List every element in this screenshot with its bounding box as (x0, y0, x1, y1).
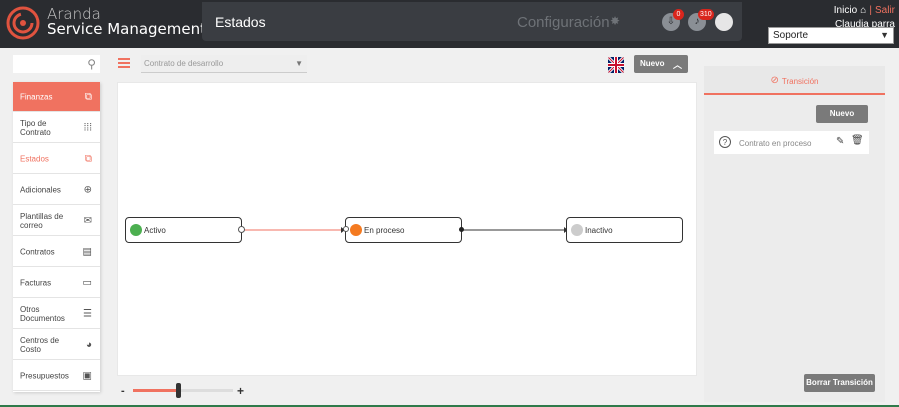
copy-icon: ⧉ (84, 91, 92, 102)
hamburger-menu-icon[interactable] (118, 58, 130, 68)
question-icon: ? (719, 136, 731, 148)
edit-icon[interactable]: ✎ (836, 136, 845, 147)
sidebar-item-plantillas[interactable]: Plantillas de correo ✉ (13, 206, 100, 236)
sidebar-item-label: Otros Documentos (20, 304, 65, 323)
state-name: En proceso (364, 226, 405, 235)
downloads-badge: 0 (673, 9, 684, 20)
state-name: Inactivo (585, 226, 613, 235)
sidebar-item-label: Plantillas de correo (20, 211, 64, 230)
sidebar-item-tipo-contrato[interactable]: Tipo de Contrato ⁞⁞⁞ (13, 113, 100, 143)
sidebar-item-estados[interactable]: Estados ⧉ (13, 144, 100, 174)
nuevo-label: Nuevo (640, 59, 665, 68)
role-select[interactable]: Soporte ▼ (768, 27, 894, 44)
app-header: Aranda Service Management Estados Config… (0, 0, 899, 48)
home-icon[interactable]: ⌂ (860, 5, 867, 16)
sidebar-item-finanzas[interactable]: Finanzas ⧉ (13, 82, 100, 112)
plus-circle-icon: ⊕ (83, 184, 92, 195)
sidebar-item-presupuestos[interactable]: Presupuestos ▣ (13, 361, 100, 391)
chevron-down-icon: ▼ (880, 30, 889, 40)
zoom-out-button[interactable]: - (121, 385, 125, 397)
borrar-transicion-button[interactable]: Borrar Transición (804, 374, 875, 392)
transition-list-item[interactable]: ? Contrato en proceso ✎ 🗑 (714, 131, 869, 154)
zoom-slider-handle[interactable] (176, 383, 181, 398)
user-name: Claudia parra (834, 19, 895, 30)
sidebar-item-otros-documentos[interactable]: Otros Documentos ☰ (13, 299, 100, 329)
state-name: Activo (144, 226, 166, 235)
state-node-activo[interactable]: Activo (125, 217, 242, 243)
zoom-in-button[interactable]: + (237, 384, 245, 398)
state-node-inactivo[interactable]: Inactivo (566, 217, 683, 243)
state-color-dot (350, 224, 362, 236)
invoice-icon: ▭ (82, 277, 92, 288)
sidebar-item-label: Facturas (20, 278, 52, 287)
state-color-dot (130, 224, 142, 236)
copy-icon: ⧉ (84, 153, 92, 164)
search-icon[interactable]: ⚲ (87, 57, 96, 71)
workflow-canvas[interactable]: Activo En proceso Inactivo (117, 82, 697, 376)
search-input[interactable]: ⚲ (13, 55, 100, 73)
tag-icon: ⊘ (770, 75, 779, 86)
zoom-slider[interactable] (133, 383, 233, 398)
page-title: Estados (215, 14, 266, 30)
sidebar-item-contratos[interactable]: Contratos ▤ (13, 237, 100, 267)
salir-link[interactable]: Salir (874, 5, 895, 16)
nuevo-transition-button[interactable]: Nuevo (816, 105, 868, 123)
pie-icon: ◕ (85, 339, 92, 350)
sidebar-item-label: Adicionales (20, 185, 61, 194)
language-flag-icon[interactable] (608, 57, 624, 73)
sidebar-item-label: Contratos (20, 247, 55, 256)
notifications-badge: 310 (698, 9, 714, 20)
config-link[interactable]: Configuración (517, 14, 610, 31)
chevron-down-icon: ▼ (295, 59, 303, 68)
sidebar-item-facturas[interactable]: Facturas ▭ (13, 268, 100, 298)
contract-select-placeholder: Contrato de desarrollo (144, 59, 224, 68)
list-icon: ☰ (83, 308, 92, 319)
sidebar-item-label: Presupuestos (20, 371, 69, 380)
connector-handle[interactable] (343, 226, 349, 232)
role-value: Soporte (773, 30, 809, 41)
chevron-up-icon: ︿ (672, 60, 682, 70)
sidebar-item-label: Estados (20, 154, 49, 163)
inicio-link[interactable]: Inicio (833, 5, 858, 16)
separator: | (869, 5, 872, 16)
sidebar-item-adicionales[interactable]: Adicionales ⊕ (13, 175, 100, 205)
mail-icon: ✉ (83, 215, 92, 226)
sidebar-item-label: Centros de Costo (20, 335, 60, 354)
trash-icon[interactable]: 🗑 (851, 135, 864, 146)
brand-line2: Service Management (47, 20, 207, 38)
brand-line1: Aranda (47, 5, 101, 23)
transition-name: Contrato en proceso (739, 139, 812, 148)
grid-icon: ⁞⁞⁞ (83, 122, 92, 133)
gear-icon[interactable]: ✸ (610, 14, 621, 28)
connector-handle[interactable] (238, 226, 245, 233)
state-color-dot (571, 224, 583, 236)
sidebar-item-label: Tipo de Contrato (20, 118, 51, 137)
sidebar: Finanzas ⧉ Tipo de Contrato ⁞⁞⁞ Estados … (13, 82, 100, 392)
tab-label: Transición (781, 77, 819, 86)
aranda-logo-icon (6, 6, 40, 40)
state-node-en-proceso[interactable]: En proceso (345, 217, 462, 243)
nuevo-dropdown-button[interactable]: Nuevo ︿ (634, 55, 688, 73)
document-icon: ▤ (82, 246, 92, 257)
connector-handle[interactable] (459, 227, 464, 232)
transition-panel: ⊘Transición Nuevo ? Contrato en proceso … (704, 66, 885, 402)
sidebar-item-centros-costo[interactable]: Centros de Costo ◕ (13, 330, 100, 360)
sidebar-item-label: Finanzas (20, 92, 53, 101)
bottom-border (0, 405, 899, 407)
zoom-fill (133, 389, 178, 392)
user-area: Inicio ⌂ | Salir Claudia parra (834, 4, 895, 30)
top-bar: Estados Configuración ✸ ⇩ 0 ♪ 310 (202, 2, 742, 41)
avatar[interactable] (715, 13, 733, 31)
money-icon: ▣ (82, 370, 92, 381)
tab-transicion[interactable]: ⊘Transición (704, 66, 885, 95)
contract-select[interactable]: Contrato de desarrollo ▼ (141, 55, 307, 73)
